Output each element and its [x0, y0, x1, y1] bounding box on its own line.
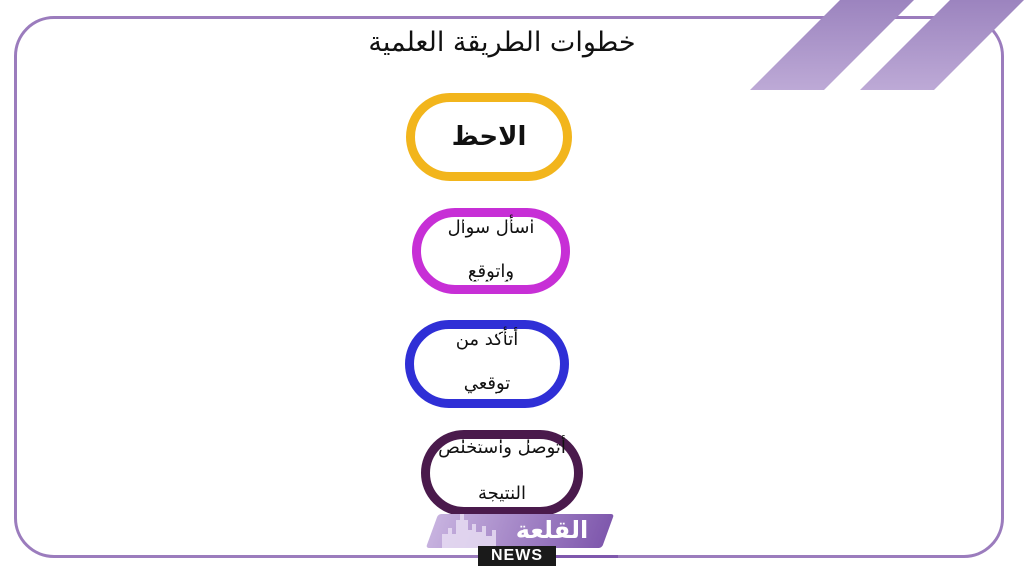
step-label-line2: واتوقع	[467, 261, 515, 282]
watermark-logo: القلعة NEWS	[425, 510, 622, 570]
logo-news-tag: NEWS	[478, 546, 556, 566]
step-observe: الاحظ	[406, 93, 572, 181]
step-label-line2: توقعي	[463, 373, 511, 394]
step-label: الاحظ	[451, 122, 527, 152]
logo-underline	[556, 555, 618, 558]
castle-skyline-icon	[442, 514, 496, 548]
step-verify: أتأكد من توقعي	[405, 320, 569, 408]
step-label: أتوصل واستخلص	[438, 437, 566, 458]
diagram-title: خطوات الطريقة العلمية	[368, 27, 636, 58]
step-label-line2: النتيجة	[477, 483, 527, 504]
step-conclude: أتوصل واستخلص النتيجة	[421, 430, 583, 516]
step-ask-question: اسأل سوال واتوقع	[412, 208, 570, 294]
logo-brand-text: القلعة	[515, 516, 589, 544]
step-label: اسأل سوال	[447, 217, 535, 238]
step-label: أتأكد من	[455, 329, 519, 350]
